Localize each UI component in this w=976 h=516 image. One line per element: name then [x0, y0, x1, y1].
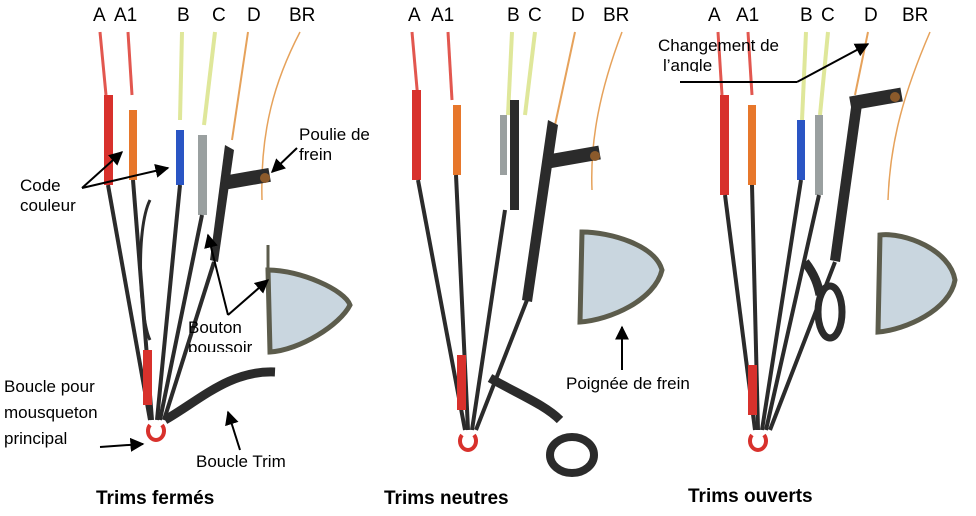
label-angle-change-line1: Changement de	[658, 36, 779, 55]
riser-letter-br: BR	[902, 6, 928, 26]
label-brake-handle: Poignée de frein	[566, 374, 690, 393]
riser-letter-d: D	[247, 6, 261, 26]
label-color-code-line1: Code	[20, 176, 61, 195]
main-carabiner-loop	[148, 425, 164, 440]
riser-letter-d: D	[864, 6, 878, 26]
caption-trims-closed: Trims fermés	[96, 488, 214, 510]
riser-letter-a: A	[708, 6, 721, 26]
riser-letter-br: BR	[603, 6, 629, 26]
label-color-code-line2: couleur	[20, 196, 76, 215]
riser-letter-a: A	[93, 6, 106, 26]
riser-letter-b: B	[800, 6, 813, 26]
panel-open-drawing	[718, 32, 955, 450]
panel-neutral-drawing	[412, 32, 662, 473]
caption-trims-open: Trims ouverts	[688, 486, 813, 508]
label-main-loop-line1: Boucle pour	[4, 377, 95, 396]
label-main-loop-line2: mousqueton	[4, 403, 98, 422]
riser-letter-br: BR	[289, 6, 315, 26]
riser-letter-b: B	[507, 6, 520, 26]
label-push-button-line1: Bouton	[188, 318, 242, 337]
riser-letter-a1: A1	[431, 6, 454, 26]
label-push-button-line2: poussoir	[188, 338, 252, 352]
riser-letter-a1: A1	[114, 6, 137, 26]
riser-letter-a: A	[408, 6, 421, 26]
riser-letter-c: C	[528, 6, 542, 26]
riser-letter-c: C	[212, 6, 226, 26]
label-brake-pulley-line1: Poulie de	[299, 125, 370, 144]
b-riser	[176, 130, 184, 185]
label-brake-pulley-line2: frein	[299, 145, 332, 164]
panel-closed-drawing	[100, 32, 350, 440]
label-main-loop-line3: principal	[4, 429, 67, 448]
riser-letter-d: D	[571, 6, 585, 26]
a1-riser	[129, 110, 137, 180]
riser-letter-b: B	[177, 6, 190, 26]
a-riser	[104, 95, 113, 185]
label-angle-change-line2: l’angle	[663, 56, 712, 72]
caption-trims-neutral: Trims neutres	[384, 488, 509, 510]
riser-letter-a1: A1	[736, 6, 759, 26]
label-trim-loop: Boucle Trim	[196, 452, 286, 471]
riser-letter-c: C	[821, 6, 835, 26]
